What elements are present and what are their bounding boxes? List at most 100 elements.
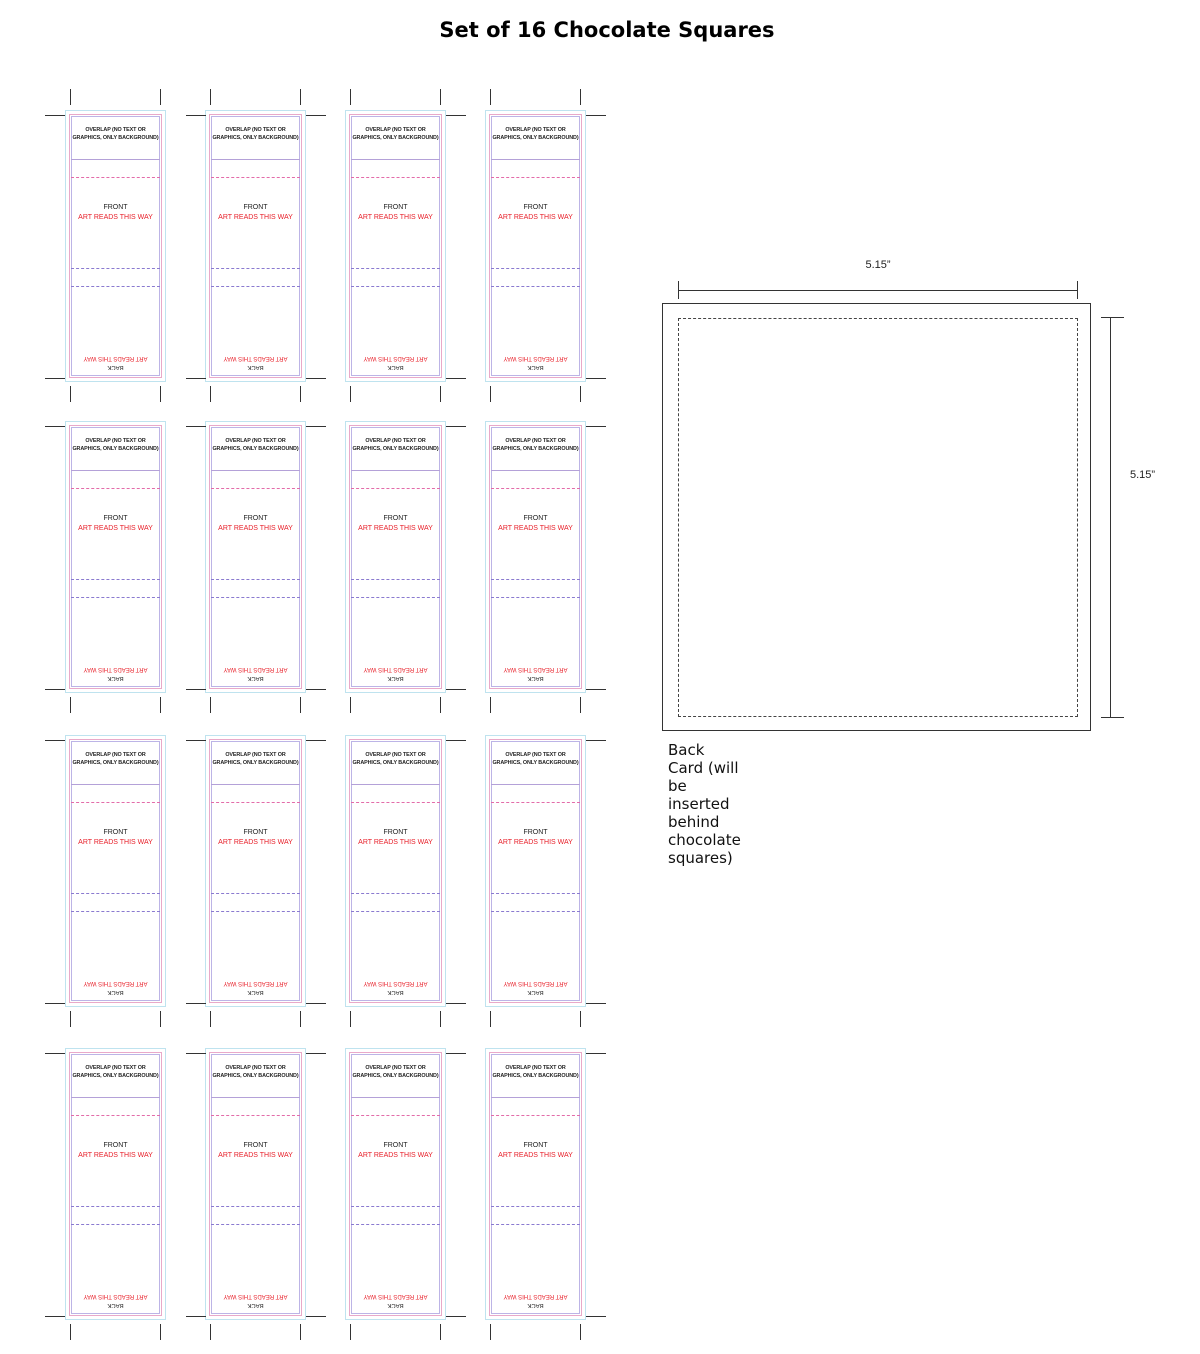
- back-label: BACK: [107, 675, 124, 681]
- fold-line: [211, 1206, 300, 1207]
- fold-line: [71, 802, 160, 803]
- fold-line: [211, 802, 300, 803]
- fold-line: [71, 488, 160, 489]
- trim-line: [349, 1052, 442, 1316]
- overlap-note: OVERLAP (NO TEXT OR GRAPHICS, ONLY BACKG…: [352, 752, 439, 766]
- crop-mark: [306, 1053, 326, 1054]
- back-label: BACK: [247, 675, 264, 681]
- crop-mark: [580, 697, 581, 713]
- fold-line: [71, 911, 160, 912]
- back-art-direction: ART READS THIS WAY: [363, 666, 428, 672]
- fold-line: [491, 597, 580, 598]
- trim-line: [489, 425, 582, 689]
- back-panel-text: BACK ART READS THIS WAY: [66, 350, 165, 370]
- overlap-fold-line: [491, 470, 580, 471]
- overlap-fold-line: [491, 1097, 580, 1098]
- back-card-height-label: 5.15”: [1130, 469, 1156, 481]
- fold-line: [71, 286, 160, 287]
- chocolate-squares-template-grid: OVERLAP (NO TEXT OR GRAPHICS, ONLY BACKG…: [45, 89, 606, 1340]
- crop-mark: [160, 1011, 161, 1027]
- crop-mark: [580, 1324, 581, 1340]
- fold-line: [211, 911, 300, 912]
- fold-line: [351, 893, 440, 894]
- crop-mark: [186, 689, 206, 690]
- trim-line: [69, 1052, 162, 1316]
- safe-area: [491, 741, 580, 1001]
- overlap-fold-line: [71, 1097, 160, 1098]
- back-art-direction: ART READS THIS WAY: [83, 355, 148, 361]
- crop-mark: [490, 1011, 491, 1027]
- crop-mark: [186, 426, 206, 427]
- front-art-direction: ART READS THIS WAY: [498, 525, 573, 532]
- crop-mark: [446, 426, 466, 427]
- crop-mark: [160, 89, 161, 105]
- width-dimension-tick-right: [1077, 281, 1078, 299]
- front-label: FRONT: [243, 515, 268, 522]
- trim-line: [489, 739, 582, 1003]
- crop-mark: [45, 1053, 65, 1054]
- front-label: FRONT: [243, 1142, 268, 1149]
- front-label: FRONT: [103, 829, 128, 836]
- overlap-note: OVERLAP (NO TEXT OR GRAPHICS, ONLY BACKG…: [212, 127, 299, 141]
- back-art-direction: ART READS THIS WAY: [503, 666, 568, 672]
- front-art-direction: ART READS THIS WAY: [358, 525, 433, 532]
- fold-line: [491, 1115, 580, 1116]
- back-label: BACK: [387, 1302, 404, 1308]
- fold-line: [351, 579, 440, 580]
- crop-mark: [306, 426, 326, 427]
- crop-mark: [446, 1003, 466, 1004]
- crop-mark: [580, 89, 581, 105]
- back-label: BACK: [387, 364, 404, 370]
- fold-line: [351, 911, 440, 912]
- crop-mark: [490, 697, 491, 713]
- chocolate-square-wrapper: OVERLAP (NO TEXT OR GRAPHICS, ONLY BACKG…: [345, 421, 446, 693]
- front-label: FRONT: [243, 204, 268, 211]
- height-dimension-tick-top: [1101, 317, 1124, 318]
- crop-mark: [580, 386, 581, 402]
- crop-mark: [300, 1324, 301, 1340]
- crop-mark: [70, 386, 71, 402]
- overlap-note: OVERLAP (NO TEXT OR GRAPHICS, ONLY BACKG…: [492, 127, 579, 141]
- safe-area: [71, 427, 160, 687]
- crop-mark: [45, 115, 65, 116]
- crop-mark: [306, 740, 326, 741]
- back-label: BACK: [387, 675, 404, 681]
- fold-line: [351, 802, 440, 803]
- chocolate-square-wrapper: OVERLAP (NO TEXT OR GRAPHICS, ONLY BACKG…: [65, 421, 166, 693]
- crop-mark: [300, 1011, 301, 1027]
- back-label: BACK: [107, 1302, 124, 1308]
- chocolate-square-wrapper: OVERLAP (NO TEXT OR GRAPHICS, ONLY BACKG…: [205, 110, 306, 382]
- front-art-direction: ART READS THIS WAY: [358, 839, 433, 846]
- width-dimension-tick-left: [678, 281, 679, 299]
- front-art-direction: ART READS THIS WAY: [78, 1152, 153, 1159]
- overlap-fold-line: [351, 470, 440, 471]
- crop-mark: [586, 1053, 606, 1054]
- trim-line: [349, 425, 442, 689]
- crop-mark: [186, 1053, 206, 1054]
- crop-mark: [306, 1316, 326, 1317]
- crop-mark: [586, 1316, 606, 1317]
- back-art-direction: ART READS THIS WAY: [83, 666, 148, 672]
- crop-mark: [446, 115, 466, 116]
- overlap-note: OVERLAP (NO TEXT OR GRAPHICS, ONLY BACKG…: [212, 438, 299, 452]
- fold-line: [211, 893, 300, 894]
- front-art-direction: ART READS THIS WAY: [218, 1152, 293, 1159]
- chocolate-square-wrapper: OVERLAP (NO TEXT OR GRAPHICS, ONLY BACKG…: [345, 110, 446, 382]
- back-art-direction: ART READS THIS WAY: [363, 980, 428, 986]
- fold-line: [351, 268, 440, 269]
- safe-area: [351, 116, 440, 376]
- back-label: BACK: [527, 989, 544, 995]
- safe-area: [71, 1054, 160, 1314]
- overlap-note: OVERLAP (NO TEXT OR GRAPHICS, ONLY BACKG…: [492, 752, 579, 766]
- front-art-direction: ART READS THIS WAY: [218, 214, 293, 221]
- crop-mark: [446, 378, 466, 379]
- safe-area: [351, 1054, 440, 1314]
- crop-mark: [586, 426, 606, 427]
- front-art-direction: ART READS THIS WAY: [218, 525, 293, 532]
- safe-area: [211, 116, 300, 376]
- back-panel-text: BACK ART READS THIS WAY: [486, 350, 585, 370]
- safe-area: [211, 427, 300, 687]
- back-panel-text: BACK ART READS THIS WAY: [346, 1288, 445, 1308]
- back-art-direction: ART READS THIS WAY: [223, 1293, 288, 1299]
- crop-mark: [45, 378, 65, 379]
